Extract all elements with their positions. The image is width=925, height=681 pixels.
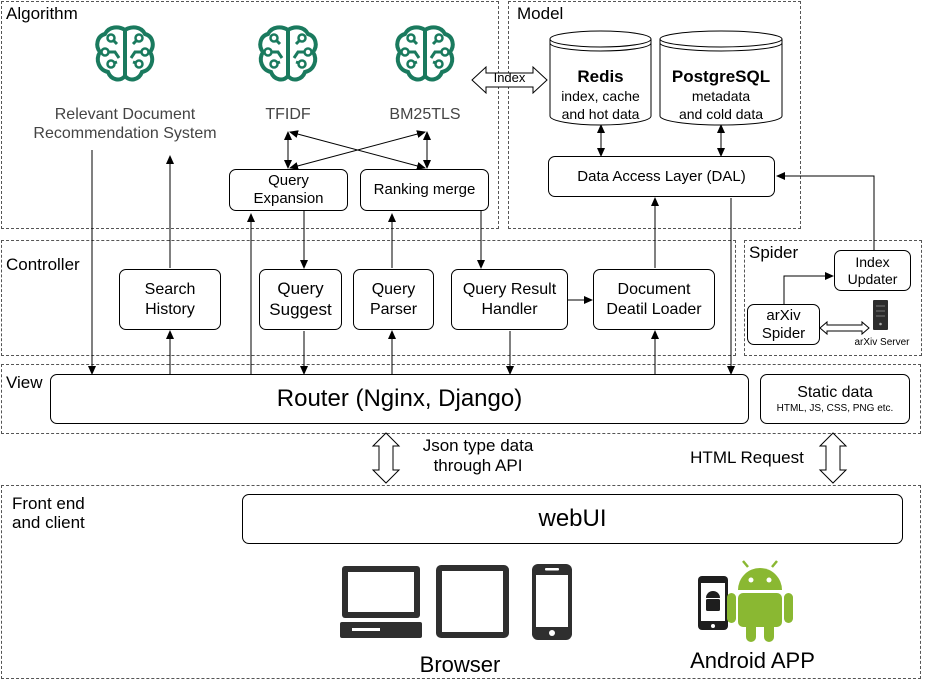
router-box: Router (Nginx, Django) — [50, 374, 749, 424]
frontend-region: Front end and client — [1, 485, 921, 679]
android-robot-icon — [727, 560, 793, 642]
spider-title: Spider — [749, 243, 799, 262]
index-updater-box: Index Updater — [834, 250, 911, 291]
frontend-title: Front end and client — [12, 494, 85, 532]
redis-title: Redis — [577, 67, 624, 86]
spider-region: Spider — [744, 240, 922, 356]
index-label: Index — [493, 70, 526, 85]
model-title: Model — [517, 4, 564, 23]
document-detail-loader-box: Document Deatil Loader — [593, 269, 715, 330]
static-data-box: Static data HTML, JS, CSS, PNG etc. — [760, 374, 910, 424]
arxiv-spider-box: arXiv Spider — [747, 304, 820, 345]
static-data-title: Static data — [797, 384, 873, 402]
controller-region: Controller — [1, 240, 736, 356]
relevant-doc-label: Relevant Document Recommendation System — [33, 106, 217, 143]
html-request-arrow — [818, 432, 848, 484]
view-title: View — [6, 373, 43, 392]
android-phone-icon — [698, 576, 728, 630]
postgresql-desc: metadata and cold data — [678, 88, 764, 122]
tablet-icon — [436, 565, 509, 638]
browser-label: Browser — [419, 652, 501, 677]
algorithm-title: Algorithm — [6, 4, 78, 23]
server-icon — [873, 300, 888, 330]
dal-box: Data Access Layer (DAL) — [548, 156, 775, 197]
postgresql-db: PostgreSQL metadata and cold data — [659, 30, 783, 127]
spider-server-arrow — [819, 320, 870, 336]
redis-cylinder-icon — [549, 30, 652, 126]
search-history-box: Search History — [119, 269, 221, 330]
query-suggest-box: Query Suggest — [259, 269, 342, 330]
ranking-merge-box: Ranking merge — [360, 169, 489, 211]
android-app-label: Android APP — [690, 648, 815, 673]
arxiv-server-label: arXiv Server — [854, 337, 910, 348]
controller-title: Controller — [6, 255, 80, 274]
static-data-desc: HTML, JS, CSS, PNG etc. — [776, 402, 894, 414]
monitor-icon — [340, 566, 422, 638]
algorithm-region: Algorithm — [1, 1, 499, 229]
query-result-handler-box: Query Result Handler — [451, 269, 568, 330]
redis-db: Redis index, cache and hot data — [549, 30, 652, 127]
phone-icon — [532, 564, 572, 640]
postgresql-title: PostgreSQL — [671, 67, 771, 86]
tfidf-brain-icon — [258, 25, 318, 82]
json-api-label: Json type data through API — [422, 436, 534, 476]
redis-desc: index, cache and hot data — [561, 88, 640, 122]
webui-box: webUI — [242, 494, 903, 544]
bm25-brain-icon — [395, 25, 455, 82]
query-expansion-box: Query Expansion — [229, 169, 348, 211]
index-arrow — [471, 65, 548, 95]
query-parser-box: Query Parser — [353, 269, 434, 330]
tfidf-label: TFIDF — [265, 106, 311, 123]
json-arrow — [371, 432, 401, 484]
postgresql-cylinder-icon — [659, 30, 783, 126]
bm25-label: BM25TLS — [389, 106, 461, 123]
html-request-label: HTML Request — [690, 448, 804, 467]
relevant-brain-icon — [95, 25, 155, 82]
view-region: View — [1, 364, 921, 434]
